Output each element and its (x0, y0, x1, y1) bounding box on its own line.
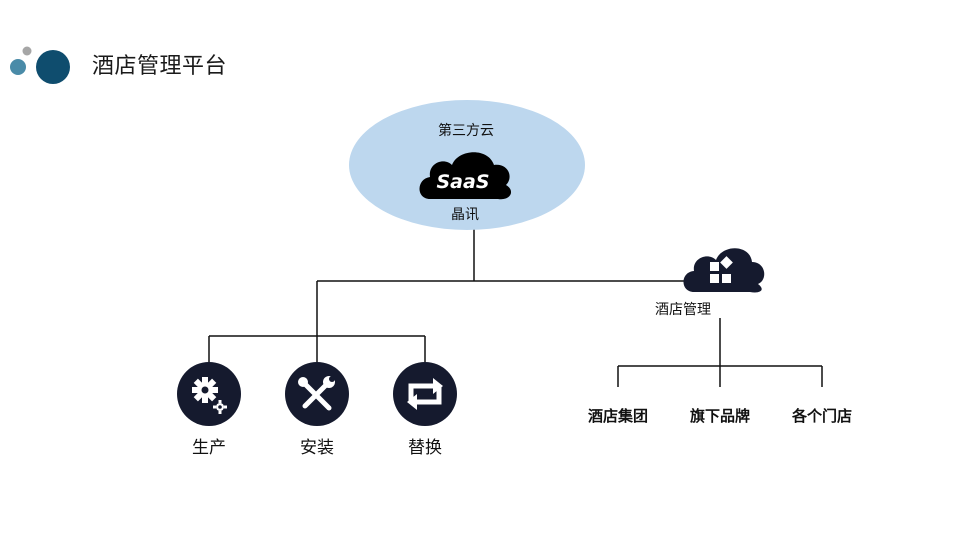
gears-icon (177, 362, 241, 426)
third-party-cloud-node (349, 100, 585, 230)
dot-medium (10, 59, 26, 75)
saas-cloud-icon (419, 152, 512, 200)
dot-small (22, 46, 32, 56)
service-label: 安装 (300, 438, 334, 458)
apps-cloud-icon (683, 248, 765, 293)
branch-label: 旗下品牌 (689, 407, 751, 425)
saas-badge: SaaS (436, 171, 490, 193)
replace-icon (393, 362, 457, 426)
third-party-label: 第三方云 (438, 123, 494, 139)
hotel-mgmt-label: 酒店管理 (655, 302, 711, 318)
page-title: 酒店管理平台 (92, 54, 228, 79)
service-label: 替换 (408, 438, 442, 458)
service-label: 生产 (192, 438, 226, 458)
decorative-dots (10, 46, 70, 84)
dot-large (36, 50, 70, 84)
vendor-label: 晶讯 (451, 207, 479, 223)
tools-icon (285, 362, 349, 426)
branch-label: 酒店集团 (587, 407, 649, 425)
branch-label: 各个门店 (791, 407, 853, 425)
